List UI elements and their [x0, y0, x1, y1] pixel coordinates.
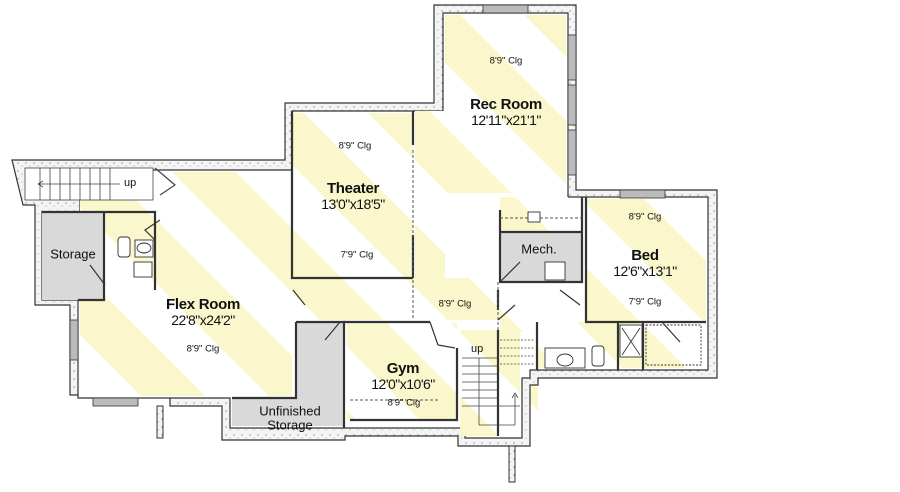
- rec-room-ceiling: 8'9" Clg: [489, 55, 523, 67]
- rec-room-label: Rec Room 12'11"x21'1": [470, 97, 542, 127]
- flex-room-label: Flex Room 22'8"x24'2": [166, 297, 240, 327]
- rec-room-name: Rec Room: [470, 95, 542, 113]
- fixtures: [117, 211, 702, 369]
- gym-name: Gym: [386, 359, 420, 377]
- left-stair-up-label: up: [124, 177, 137, 189]
- mech-label: Mech.: [521, 241, 557, 257]
- theater-ceiling-top: 8'9" Clg: [338, 140, 372, 152]
- theater-name: Theater: [326, 179, 380, 197]
- unfinished-storage-line1: Unfinished: [259, 403, 321, 419]
- gym-ceiling: 8'9" Clg: [387, 397, 421, 409]
- flex-room-name: Flex Room: [166, 295, 240, 313]
- openings: [350, 150, 582, 401]
- left-stair: [24, 167, 176, 201]
- theater-ceiling-bottom: 7'9" Clg: [340, 249, 374, 261]
- footing-stubs: [156, 405, 516, 483]
- flex-room-dims: 22'8"x24'2": [171, 311, 235, 328]
- unfinished-storage-line2: Storage: [267, 417, 313, 432]
- flex-room-ceiling: 8'9" Clg: [186, 343, 220, 355]
- gym-label: Gym 12'0"x10'6": [371, 361, 435, 391]
- storage-label: Storage: [50, 246, 96, 262]
- theater-dims: 13'0"x18'5": [321, 195, 385, 212]
- theater-label: Theater 13'0"x18'5": [321, 181, 385, 211]
- rec-room-dims: 12'11"x21'1": [471, 111, 541, 128]
- windows: [69, 4, 666, 407]
- bed-ceiling-top: 8'9" Clg: [628, 211, 662, 223]
- bed-ceiling-bottom: 7'9" Clg: [628, 296, 662, 308]
- bed-name: Bed: [631, 246, 659, 264]
- center-stair-up-label: up: [471, 343, 484, 355]
- gym-dims: 12'0"x10'6": [371, 375, 435, 392]
- floor-overlay: [42, 15, 706, 436]
- hall-ceiling: 8'9" Clg: [438, 298, 472, 310]
- bed-label: Bed 12'6"x13'1": [613, 248, 677, 278]
- bed-dims: 12'6"x13'1": [613, 262, 677, 279]
- unfinished-storage-label: Unfinished Storage: [259, 404, 320, 431]
- center-stair: [462, 339, 535, 426]
